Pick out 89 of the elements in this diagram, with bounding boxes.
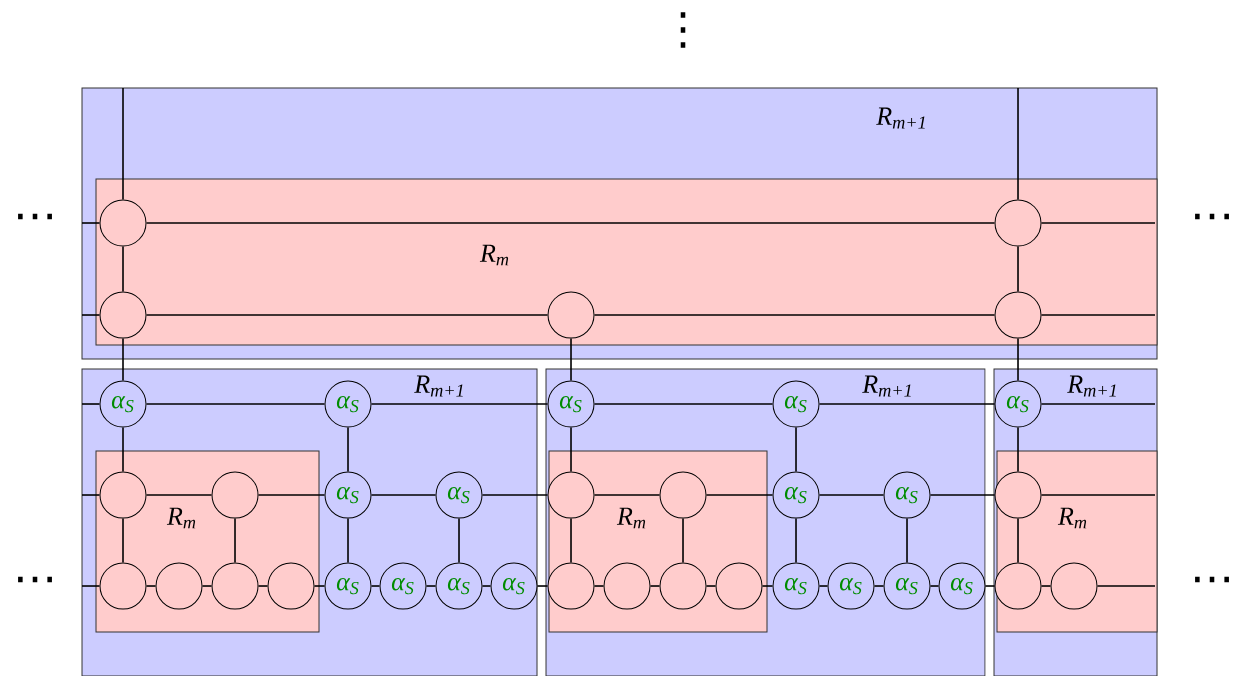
line <box>1017 245 1019 293</box>
circle-node <box>659 471 707 519</box>
line <box>649 585 661 587</box>
line <box>795 426 797 473</box>
line <box>873 585 885 587</box>
circle-node <box>1050 562 1098 610</box>
ellipsis: ⋯ <box>18 213 52 220</box>
ellipsis: ⋯ <box>1195 213 1229 220</box>
line <box>122 87 124 201</box>
line <box>761 585 774 587</box>
circle-node <box>994 562 1042 610</box>
circle-node <box>155 562 203 610</box>
line <box>906 517 908 564</box>
line <box>818 494 885 496</box>
line <box>1040 403 1156 405</box>
line <box>984 585 996 587</box>
line <box>145 494 213 496</box>
line <box>795 517 797 564</box>
line <box>81 222 101 224</box>
line <box>347 426 349 473</box>
circle-node <box>99 291 147 339</box>
line <box>201 585 213 587</box>
line <box>122 426 124 473</box>
line <box>1040 585 1052 587</box>
line <box>705 494 774 496</box>
circle-node <box>994 291 1042 339</box>
line <box>1040 314 1156 316</box>
line <box>145 403 326 405</box>
line <box>347 517 349 564</box>
line <box>81 494 101 496</box>
circle-node <box>99 562 147 610</box>
ellipsis: ⋯ <box>18 576 52 583</box>
line <box>425 585 437 587</box>
circle-node <box>99 199 147 247</box>
line <box>682 517 684 564</box>
line <box>570 337 572 382</box>
line <box>370 403 549 405</box>
ellipsis: ⋯ <box>1195 576 1229 583</box>
line <box>1040 222 1156 224</box>
line <box>593 403 774 405</box>
line <box>593 314 996 316</box>
circle-node <box>994 471 1042 519</box>
line <box>593 585 605 587</box>
line <box>570 517 572 564</box>
circle-node <box>267 562 315 610</box>
line <box>1096 585 1156 587</box>
line <box>1017 517 1019 564</box>
line <box>81 585 101 587</box>
line <box>1040 494 1156 496</box>
line <box>370 494 437 496</box>
line <box>481 494 549 496</box>
circle-node <box>994 199 1042 247</box>
line <box>313 585 326 587</box>
circle-node <box>211 471 259 519</box>
line <box>257 585 269 587</box>
line <box>458 517 460 564</box>
line <box>145 585 157 587</box>
line <box>570 426 572 473</box>
line <box>929 494 996 496</box>
line <box>145 314 549 316</box>
line <box>818 403 996 405</box>
circle-node <box>659 562 707 610</box>
circle-node <box>211 562 259 610</box>
line <box>1017 337 1019 382</box>
circle-node <box>547 291 595 339</box>
circle-node <box>603 562 651 610</box>
line <box>1017 87 1019 201</box>
line <box>122 337 124 382</box>
line <box>705 585 717 587</box>
line <box>257 494 326 496</box>
line <box>81 403 101 405</box>
region-box: R$_{m}$ <box>95 178 1158 346</box>
circle-node <box>547 471 595 519</box>
line <box>370 585 381 587</box>
line <box>234 517 236 564</box>
circle-node <box>99 471 147 519</box>
line <box>122 517 124 564</box>
line <box>929 585 940 587</box>
line <box>818 585 829 587</box>
circle-node <box>715 562 763 610</box>
line <box>145 222 996 224</box>
line <box>81 314 101 316</box>
line <box>122 245 124 293</box>
line <box>481 585 492 587</box>
ellipsis: ⋮ <box>680 12 686 48</box>
line <box>1017 426 1019 473</box>
line <box>536 585 549 587</box>
circle-node <box>547 562 595 610</box>
line <box>593 494 661 496</box>
